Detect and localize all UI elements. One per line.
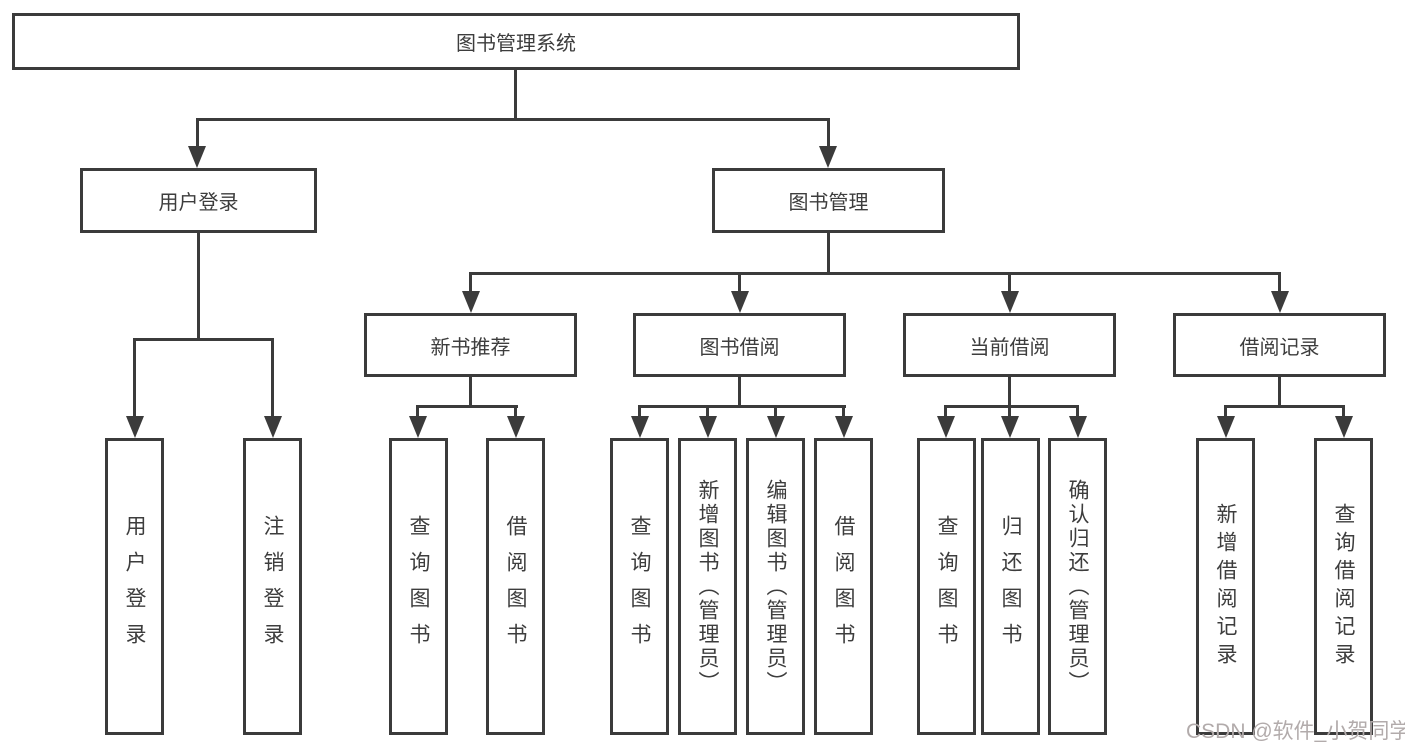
connector-line [1278, 377, 1281, 408]
leaf-logout: 注销登录 [243, 438, 302, 735]
connector-line [514, 70, 517, 121]
arrowhead-down-icon [767, 416, 785, 438]
connector-line [827, 233, 830, 274]
leaf-add-book-admin: 新增图书（管理员） [678, 438, 737, 735]
arrowhead-down-icon [264, 416, 282, 438]
connector-line [197, 233, 200, 341]
connector-line [1224, 405, 1345, 408]
connector-line [416, 405, 419, 418]
connector-line [1278, 272, 1281, 294]
connector-line [827, 118, 830, 148]
connector-line [1008, 405, 1011, 418]
arrowhead-down-icon [1069, 416, 1087, 438]
connector-line [1224, 405, 1227, 418]
arrowhead-down-icon [1001, 416, 1019, 438]
leaf-label: 查询图书 [935, 514, 958, 659]
connector-line [469, 272, 472, 294]
leaf-label: 查询图书 [628, 514, 651, 659]
leaf-user-login: 用户登录 [105, 438, 164, 735]
leaf-label: 查询借阅记录 [1332, 502, 1355, 671]
leaf-label: 编辑图书（管理员） [764, 478, 787, 695]
arrowhead-down-icon [699, 416, 717, 438]
connector-line [133, 338, 136, 418]
connector-line [133, 338, 274, 341]
connector-line [469, 377, 472, 408]
connector-line [271, 338, 274, 418]
arrowhead-down-icon [409, 416, 427, 438]
connector-line [638, 405, 641, 418]
leaf-query-books-borrow: 查询图书 [610, 438, 669, 735]
connector-line [738, 272, 741, 294]
leaf-borrow-books: 借阅图书 [814, 438, 873, 735]
node-label: 借阅记录 [1239, 336, 1320, 359]
connector-line [1342, 405, 1345, 418]
node-label: 图书借阅 [699, 336, 780, 359]
leaf-label: 查询图书 [407, 514, 430, 659]
leaf-query-borrow-record: 查询借阅记录 [1314, 438, 1373, 735]
connector-line [416, 405, 518, 408]
connector-line [774, 405, 777, 418]
arrowhead-down-icon [1001, 291, 1019, 313]
leaf-borrow-books-recommend: 借阅图书 [486, 438, 545, 735]
arrowhead-down-icon [462, 291, 480, 313]
connector-line [1008, 377, 1011, 408]
node-current-borrowing: 当前借阅 [903, 313, 1116, 377]
connector-line [1008, 272, 1011, 294]
leaf-query-books-recommend: 查询图书 [389, 438, 448, 735]
arrowhead-down-icon [819, 146, 837, 168]
leaf-query-books-current: 查询图书 [917, 438, 976, 735]
leaf-label: 注销登录 [261, 514, 284, 659]
connector-line [514, 405, 517, 418]
connector-line [469, 272, 1280, 275]
connector-line [944, 405, 1079, 408]
leaf-return-book: 归还图书 [981, 438, 1040, 735]
leaf-label: 新增借阅记录 [1214, 502, 1237, 671]
connector-line [196, 118, 830, 121]
node-book-management: 图书管理 [712, 168, 945, 233]
leaf-label: 借阅图书 [832, 514, 855, 659]
leaf-add-borrow-record: 新增借阅记录 [1196, 438, 1255, 735]
arrowhead-down-icon [1217, 416, 1235, 438]
arrowhead-down-icon [835, 416, 853, 438]
arrowhead-down-icon [188, 146, 206, 168]
leaf-label: 用户登录 [123, 514, 146, 659]
leaf-confirm-return-admin: 确认归还（管理员） [1048, 438, 1107, 735]
connector-line [1076, 405, 1079, 418]
node-new-book-recommend: 新书推荐 [364, 313, 577, 377]
connector-line [842, 405, 845, 418]
connector-line [638, 405, 846, 408]
node-label: 新书推荐 [430, 336, 511, 359]
arrowhead-down-icon [126, 416, 144, 438]
node-user-login: 用户登录 [80, 168, 317, 233]
arrowhead-down-icon [631, 416, 649, 438]
node-label: 图书管理系统 [456, 33, 576, 55]
node-book-borrowing: 图书借阅 [633, 313, 846, 377]
connector-line [944, 405, 947, 418]
leaf-label: 新增图书（管理员） [696, 478, 719, 695]
leaf-edit-book-admin: 编辑图书（管理员） [746, 438, 805, 735]
arrowhead-down-icon [1271, 291, 1289, 313]
connector-line [738, 377, 741, 408]
csdn-watermark: CSDN @软件_小贺同学 [1186, 720, 1405, 743]
arrowhead-down-icon [937, 416, 955, 438]
leaf-label: 借阅图书 [504, 514, 527, 659]
node-label: 图书管理 [788, 192, 869, 214]
connector-line [706, 405, 709, 418]
leaf-label: 确认归还（管理员） [1066, 478, 1089, 695]
arrowhead-down-icon [1335, 416, 1353, 438]
node-library-management-system: 图书管理系统 [12, 13, 1020, 70]
arrowhead-down-icon [731, 291, 749, 313]
node-borrow-records: 借阅记录 [1173, 313, 1386, 377]
arrowhead-down-icon [507, 416, 525, 438]
node-label: 当前借阅 [969, 336, 1050, 359]
connector-line [196, 118, 199, 148]
node-label: 用户登录 [158, 192, 239, 214]
leaf-label: 归还图书 [999, 514, 1022, 659]
